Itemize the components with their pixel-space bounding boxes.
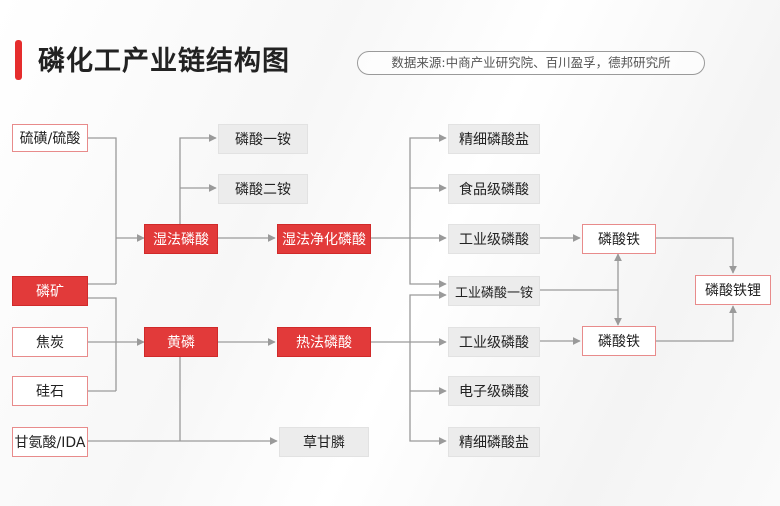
arrow-iron2-to-lfp	[656, 305, 737, 342]
arrow-iron1-to-lfp	[656, 237, 737, 274]
arrow-to-map	[179, 134, 217, 225]
node-industrial-acid-1: 工业级磷酸	[448, 224, 540, 254]
arrow-to-industrial-map-bottom	[409, 291, 447, 342]
node-electronic-acid: 电子级磷酸	[448, 376, 540, 406]
node-yellow-phosphorus: 黄磷	[144, 327, 218, 357]
node-fine-salt-2: 精细磷酸盐	[448, 427, 540, 457]
node-fine-salt-1: 精细磷酸盐	[448, 124, 540, 154]
arrow-to-fine-1	[409, 134, 447, 238]
line-sulfur	[88, 137, 117, 284]
node-iron-phosphate-1: 磷酸铁	[582, 224, 656, 254]
node-sulfur: 硫磺/硫酸	[12, 124, 88, 152]
node-purified-acid: 湿法净化磷酸	[277, 224, 371, 254]
node-glyphosate: 草甘膦	[279, 427, 369, 457]
node-industrial-acid-2: 工业级磷酸	[448, 327, 540, 357]
arrow-to-industrial-map-top	[409, 238, 447, 288]
node-lfp: 磷酸铁锂	[695, 275, 771, 305]
node-thermal-acid: 热法磷酸	[277, 327, 371, 357]
node-coke: 焦炭	[12, 327, 88, 357]
arrow-to-fine-2	[409, 342, 447, 445]
node-silica: 硅石	[12, 376, 88, 406]
node-dap: 磷酸二铵	[218, 174, 308, 204]
node-wet-acid: 湿法磷酸	[144, 224, 218, 254]
node-glycine: 甘氨酸/IDA	[12, 427, 88, 457]
source-label: 数据来源:中商产业研究院、百川盈孚，德邦研究所	[357, 51, 705, 75]
page-title: 磷化工产业链结构图	[38, 46, 290, 77]
node-map: 磷酸一铵	[218, 124, 308, 154]
node-food-acid: 食品级磷酸	[448, 174, 540, 204]
title-accent-bar	[15, 40, 22, 80]
node-phosphate-ore: 磷矿	[12, 276, 88, 306]
line-ore-down	[88, 297, 117, 391]
node-industrial-map: 工业磷酸一铵	[448, 276, 540, 306]
node-iron-phosphate-2: 磷酸铁	[582, 326, 656, 356]
